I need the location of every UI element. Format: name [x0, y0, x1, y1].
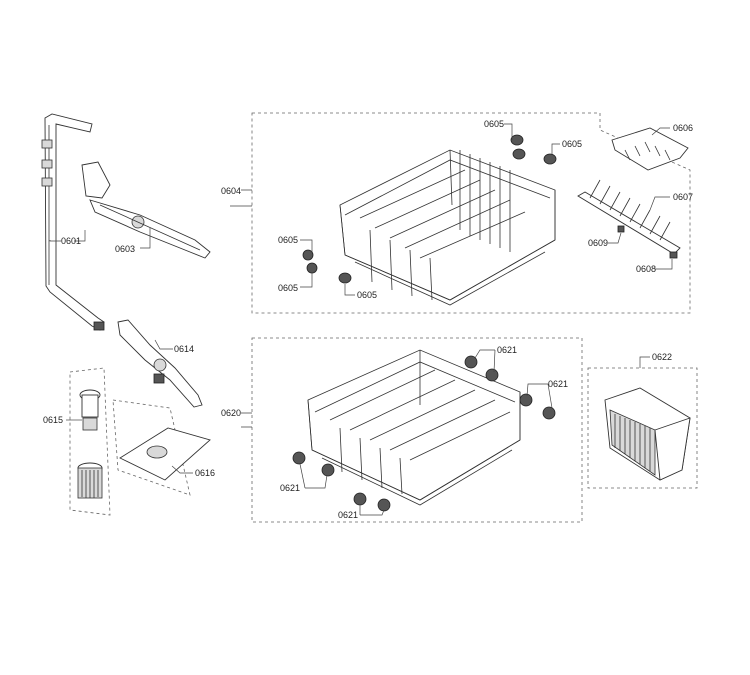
upper-rack-group-box — [251, 112, 691, 314]
part-0606-cup-shelf — [611, 127, 689, 171]
part-0607-tine-row — [577, 179, 681, 259]
wheels-0621 — [292, 355, 556, 512]
lower-rack-group-box — [251, 337, 583, 523]
part-0601-supply-tube — [41, 113, 105, 331]
label-0621-bottom-left: 0621 — [280, 483, 300, 493]
label-0604: 0604 — [221, 186, 241, 196]
cutlery-basket-box — [587, 367, 698, 489]
label-0605-top-left: 0605 — [484, 119, 504, 129]
part-0603-upper-spray-arm — [81, 161, 211, 259]
label-0621-bottom: 0621 — [338, 510, 358, 520]
label-0606: 0606 — [673, 123, 693, 133]
label-0609: 0609 — [588, 238, 608, 248]
label-0603: 0603 — [115, 244, 135, 254]
part-0622-cutlery-basket — [604, 387, 691, 481]
part-0615-filter — [69, 367, 111, 516]
label-0608: 0608 — [636, 264, 656, 274]
leader-lines — [49, 123, 673, 516]
label-0620: 0620 — [221, 408, 241, 418]
label-0616: 0616 — [195, 468, 215, 478]
label-0615: 0615 — [43, 415, 63, 425]
label-0605-left-upper: 0605 — [278, 235, 298, 245]
label-0601: 0601 — [61, 236, 81, 246]
label-0622: 0622 — [652, 352, 672, 362]
lower-rack — [307, 349, 521, 506]
label-0605-top-right: 0605 — [562, 139, 582, 149]
label-0605-left-lower: 0605 — [278, 283, 298, 293]
label-0621-top-right: 0621 — [548, 379, 568, 389]
part-0616-filter-plate — [112, 399, 211, 496]
label-0621-top-left: 0621 — [497, 345, 517, 355]
wheels-0605 — [302, 134, 557, 284]
part-labels: 0601 0603 0604 0605 0605 0605 0605 0605 … — [43, 119, 693, 520]
label-0614: 0614 — [174, 344, 194, 354]
label-0607: 0607 — [673, 192, 693, 202]
part-0614-lower-spray-arm — [117, 319, 203, 408]
label-0605-bottom: 0605 — [357, 290, 377, 300]
upper-rack — [339, 149, 556, 306]
